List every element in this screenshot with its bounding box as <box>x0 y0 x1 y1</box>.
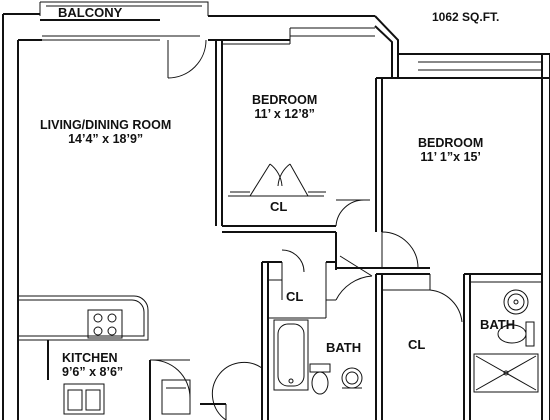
balcony-outline <box>39 1 209 41</box>
kitchen-appliance <box>161 379 191 415</box>
bath-1-door <box>326 255 373 301</box>
bedroom-2-door <box>381 231 419 269</box>
bedroom-1-label: BEDROOM 11’ x 12’8” <box>252 93 317 122</box>
bedroom-1-door <box>335 199 370 227</box>
kitchen-walls <box>47 340 191 420</box>
closet-3-door <box>382 274 463 323</box>
hallway-walls <box>261 232 430 420</box>
kitchen-name: KITCHEN <box>62 351 118 365</box>
bedroom-1-name: BEDROOM <box>252 93 318 107</box>
closet-2-label: CL <box>286 289 304 304</box>
living-dining-room-size: 14’4” x 18’9” <box>68 132 144 147</box>
bedroom-2-name: BEDROOM <box>418 136 484 150</box>
balcony-door <box>160 35 207 79</box>
entry-door <box>200 361 263 420</box>
bath-1-fixtures <box>273 319 363 395</box>
bedroom-1-window <box>289 27 375 44</box>
bedroom-2-label: BEDROOM 11’ 1”x 15’ <box>418 136 483 165</box>
bath-2-label: BATH <box>480 317 516 332</box>
bath-2-fixtures <box>463 273 542 420</box>
closet-2-fixtures <box>268 249 327 319</box>
bedroom-1-walls <box>208 39 336 233</box>
balcony-label: BALCONY <box>58 5 123 20</box>
bath-1-label: BATH <box>326 340 362 355</box>
bedroom-1-size: 11’ x 12’8” <box>254 107 315 122</box>
kitchen-sink <box>63 383 105 415</box>
closet-1-label: CL <box>270 199 288 214</box>
closet-3-label: CL <box>408 337 426 352</box>
living-dining-room-name: LIVING/DINING ROOM <box>40 118 172 132</box>
area-label: 1062 SQ.FT. <box>432 10 500 24</box>
kitchen-label: KITCHEN 9’6” x 8’6” <box>62 351 123 380</box>
bedroom-2-size: 11’ 1”x 15’ <box>420 150 481 165</box>
closet-1-fixtures <box>228 163 326 197</box>
bedroom-partition <box>375 77 418 232</box>
bath-closet-partition <box>375 274 383 420</box>
living-dining-room-label: LIVING/DINING ROOM 14’4” x 18’9” <box>40 118 171 147</box>
kitchen-cooktop <box>87 309 123 339</box>
kitchen-size: 9’6” x 8’6” <box>62 365 124 380</box>
kitchen-counter <box>17 295 149 420</box>
bedroom-2-window <box>418 61 542 71</box>
